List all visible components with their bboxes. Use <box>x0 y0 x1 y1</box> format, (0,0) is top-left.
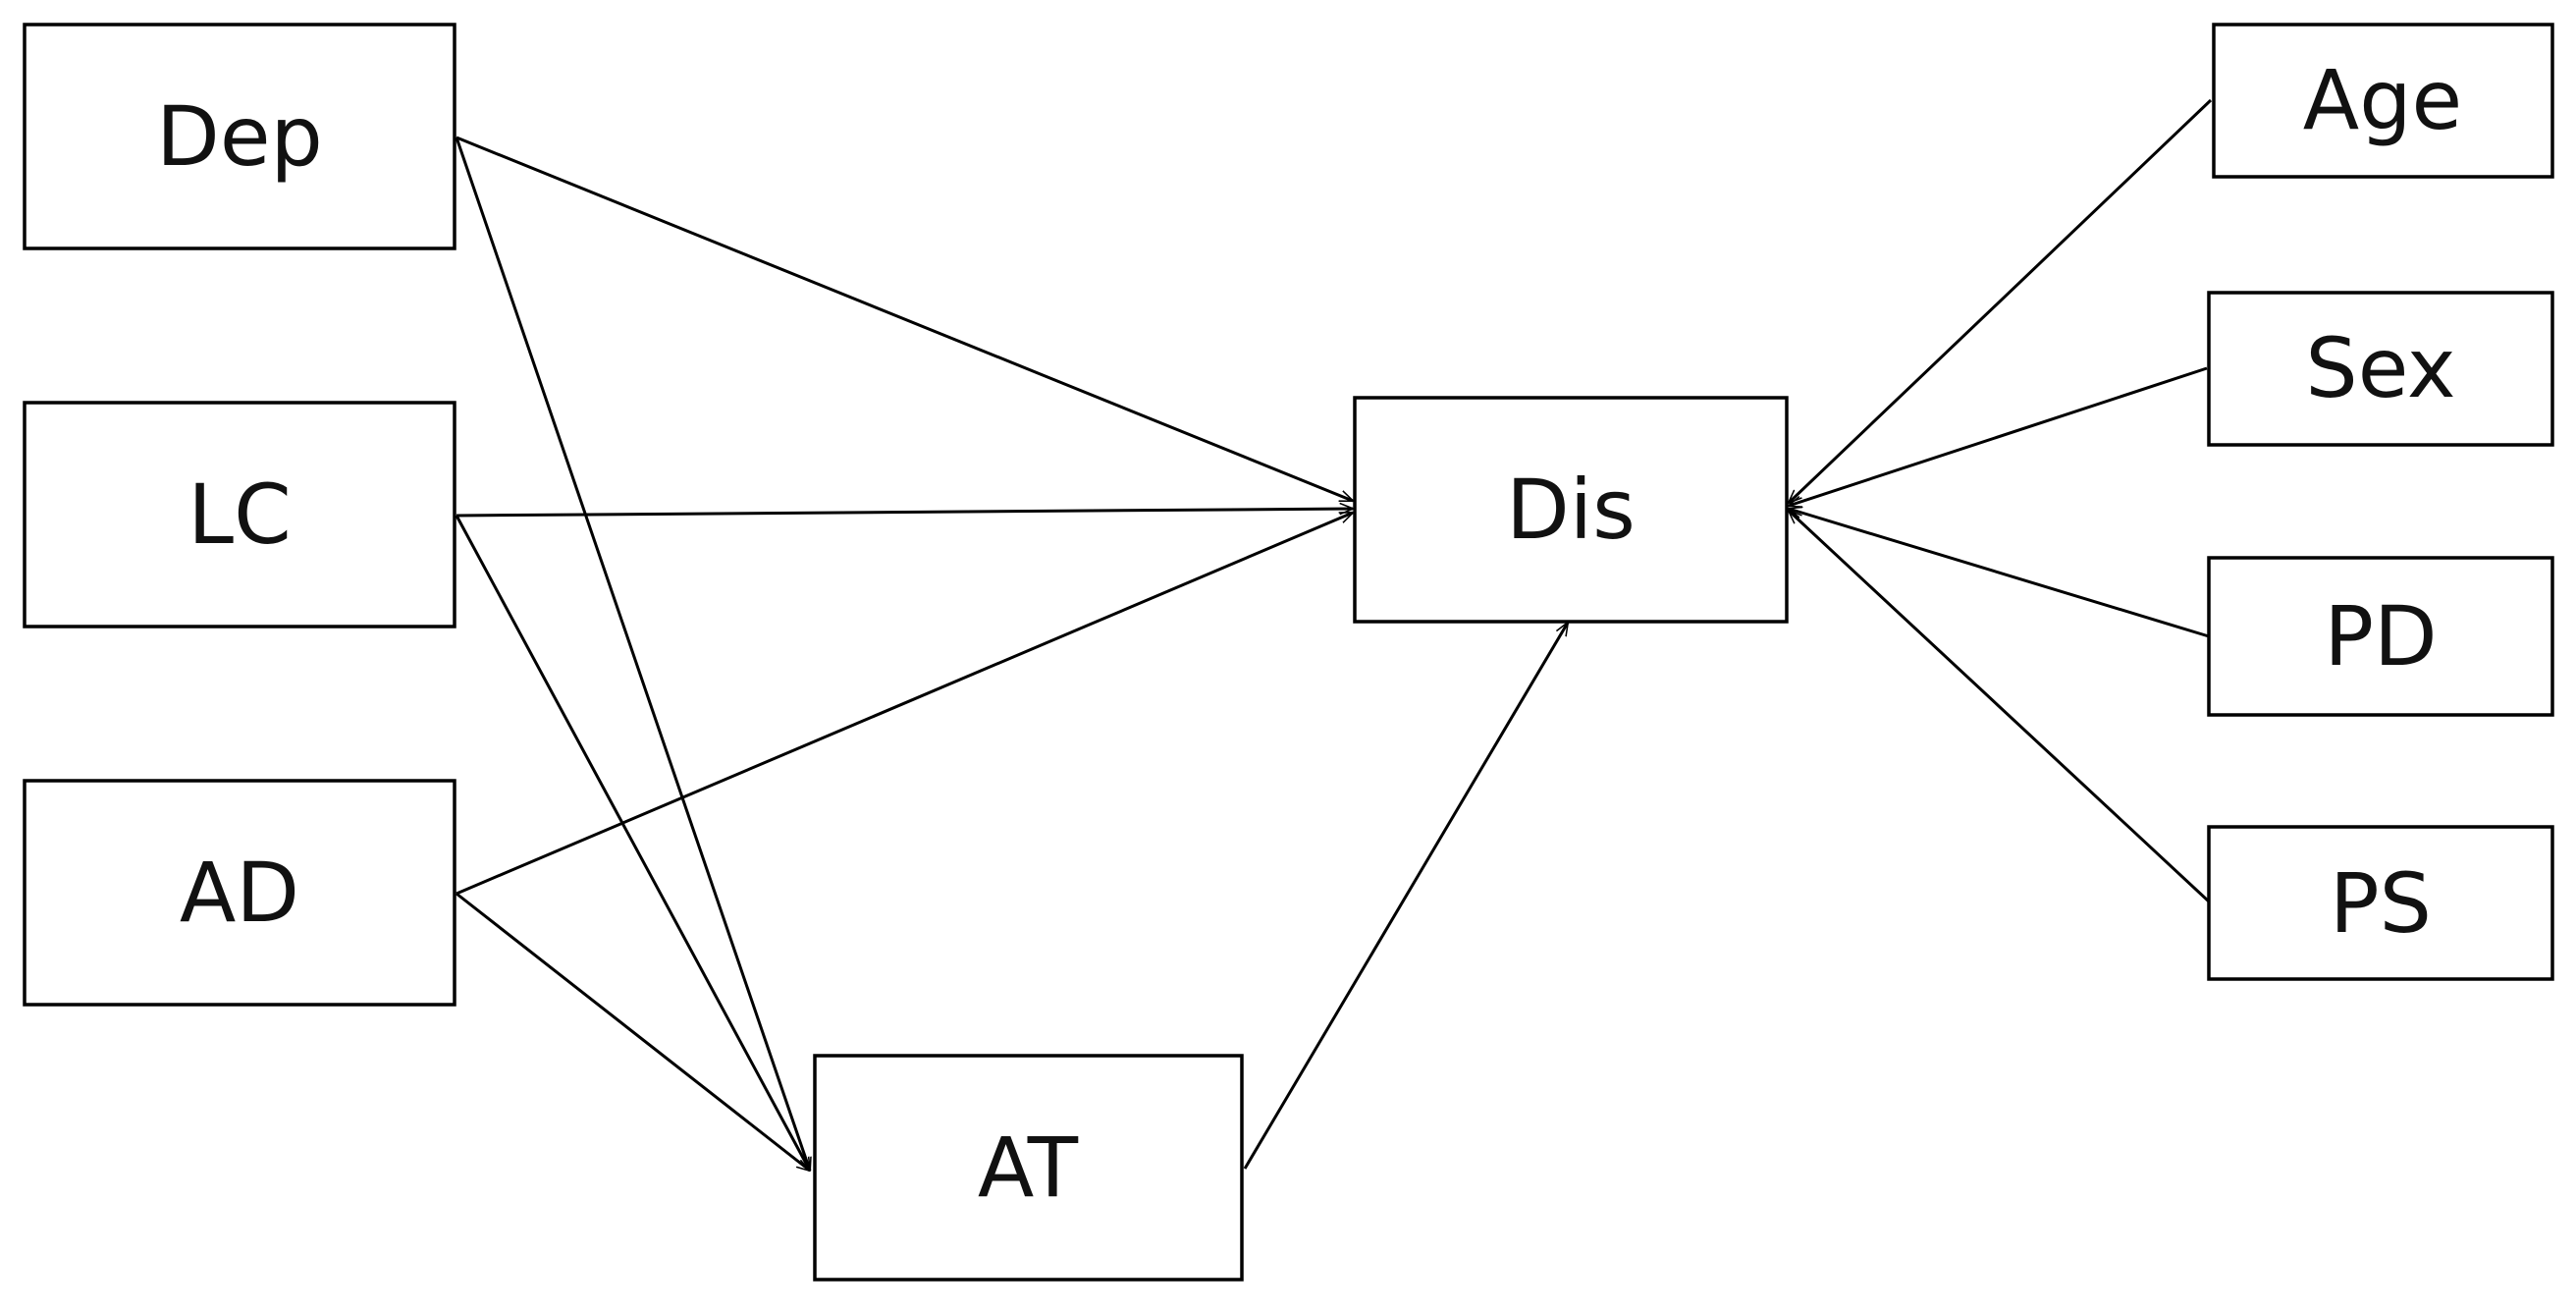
node-at: AT <box>813 1054 1244 1282</box>
node-lc: LC <box>23 401 456 628</box>
node-age-label: Age <box>2303 52 2462 148</box>
arrow-dep-to-at <box>455 137 810 1171</box>
node-sex-label: Sex <box>2305 320 2455 416</box>
arrow-ad-to-dis <box>456 511 1353 896</box>
node-dis: Dis <box>1353 396 1789 624</box>
node-ad: AD <box>23 779 456 1007</box>
edges-layer <box>455 98 2213 1171</box>
node-age: Age <box>2212 23 2554 179</box>
node-dis-box <box>1353 396 1789 624</box>
arrow-pd-to-dis <box>1789 509 2210 638</box>
nodes-layer: Dep LC AD AT Dis Age Sex PD <box>23 23 2554 1282</box>
arrow-dep-to-dis <box>456 136 1353 503</box>
node-dep-label: Dep <box>156 88 323 185</box>
arrow-ad-to-at <box>456 892 810 1171</box>
node-pd: PD <box>2207 556 2554 717</box>
node-at-box <box>813 1054 1244 1282</box>
arrow-ps-to-dis <box>1789 511 2211 903</box>
node-sex-box <box>2207 291 2554 447</box>
node-pd-box <box>2207 556 2554 717</box>
arrow-age-to-dis <box>1789 98 2213 503</box>
node-dep-box <box>23 23 456 250</box>
node-ps-box <box>2207 825 2554 981</box>
node-at-label: AT <box>978 1120 1079 1216</box>
node-pd-label: PD <box>2324 588 2437 684</box>
node-ad-box <box>23 779 456 1007</box>
node-lc-box <box>23 401 456 628</box>
node-ps-label: PS <box>2330 855 2432 952</box>
node-lc-label: LC <box>188 466 291 563</box>
node-ps: PS <box>2207 825 2554 981</box>
node-dep: Dep <box>23 23 456 250</box>
node-ad-label: AD <box>180 845 299 941</box>
arrow-at-to-dis <box>1243 623 1568 1170</box>
arrow-sex-to-dis <box>1789 366 2208 506</box>
node-dis-label: Dis <box>1506 462 1636 558</box>
node-sex: Sex <box>2207 291 2554 447</box>
node-age-box <box>2212 23 2554 179</box>
arrow-lc-to-dis <box>456 509 1353 518</box>
arrow-lc-to-at <box>455 515 812 1171</box>
